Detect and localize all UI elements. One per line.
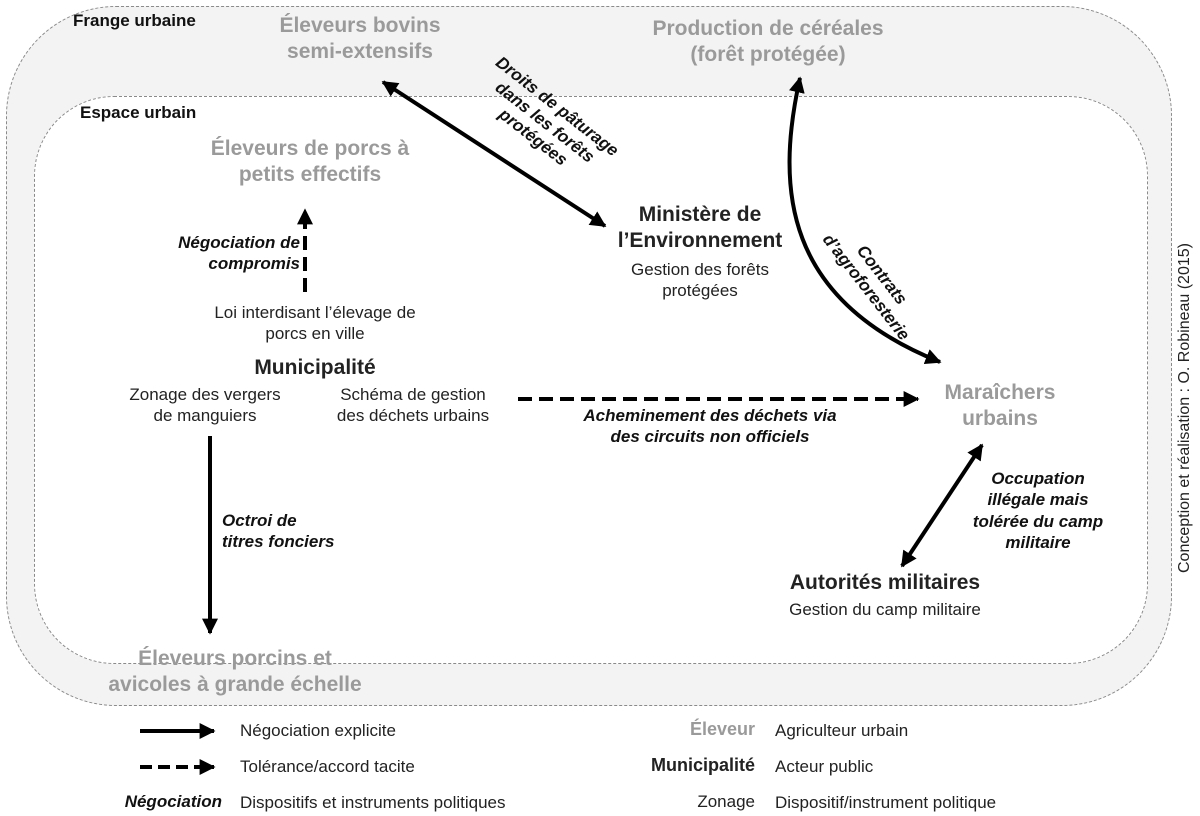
military-camp-management: Gestion du camp militaire (789, 600, 981, 619)
market-gardeners-line-2: urbains (962, 407, 1038, 431)
land-titles-line-2: titres fonciers (222, 532, 335, 552)
large-scale-farmers-label: Éleveurs porcins et avicoles à grande éc… (75, 646, 395, 699)
legend-instrument-label: Dispositif/instrument politique (775, 793, 997, 812)
municipality-name: Municipalité (254, 356, 376, 379)
large-scale-farmers-line-2: avicoles à grande échelle (108, 673, 362, 697)
camp-occupation-arrow (900, 443, 984, 568)
compromise-negotiation: Négociation de compromis (120, 232, 300, 275)
cattle-farmers-line-1: Éleveurs bovins (279, 14, 441, 37)
waste-management-plan-line-2: des déchets urbains (336, 406, 490, 426)
camp-occupation-line-1: Occupation (991, 469, 1085, 488)
ministry-name: Ministère de l’Environnement (590, 202, 810, 255)
waste-management-plan-line-1: Schéma de gestion (340, 385, 486, 404)
mango-zoning-line-2: de manguiers (153, 406, 257, 426)
cattle-farmers-line-2: semi-extensifs (287, 40, 433, 64)
agroforestry-arrow (787, 76, 942, 365)
legend-public-example: Municipalité (650, 755, 755, 775)
camp-occupation-line-4: militaire (1005, 532, 1071, 552)
legend-policy-example: Négociation (124, 792, 222, 811)
pig-ban-law-line-1: Loi interdisant l’élevage de (214, 303, 416, 322)
legend-solid-label: Négociation explicite (240, 721, 396, 740)
land-titles-label: Octroi de titres fonciers (222, 510, 334, 553)
legend-instrument-example: Zonage (697, 792, 755, 811)
large-scale-farmers-line-1: Éleveurs porcins et (138, 647, 332, 670)
waste-routing-line-1: Acheminement des déchets via (583, 406, 837, 425)
small-pig-farmers-line-2: petits effectifs (238, 163, 382, 187)
land-titles-line-1: Octroi de (222, 511, 297, 530)
market-gardeners-line-1: Maraîchers (944, 381, 1056, 404)
small-pig-farmers-line-1: Éleveurs de porcs à (210, 137, 410, 160)
compromise-line-1: Négociation de (178, 233, 300, 252)
legend-farmer-example: Éleveur (689, 719, 755, 739)
legend-public-label: Acteur public (775, 757, 874, 776)
ministry-instrument: Gestion des forêts protégées (590, 259, 810, 302)
legend-dashed-label: Tolérance/accord tacite (240, 757, 415, 776)
pig-ban-law: Loi interdisant l’élevage de porcs en vi… (175, 302, 455, 345)
waste-routing-line-2: des circuits non officiels (610, 427, 810, 447)
camp-occupation-line-3: tolérée du camp (972, 511, 1104, 531)
cattle-farmers-label: Éleveurs bovins semi-extensifs (250, 13, 470, 66)
ministry-name-line-2: l’Environnement (617, 229, 783, 253)
market-gardeners-label: Maraîchers urbains (920, 380, 1080, 433)
credit-text: Conception et réalisation : O. Robineau … (1176, 243, 1193, 573)
small-pig-farmers-label: Éleveurs de porcs à petits effectifs (180, 136, 440, 189)
urban-zone-label: Espace urbain (80, 103, 197, 122)
fringe-zone-label: Frange urbaine (73, 11, 196, 30)
cereal-production-label: Production de céréales (forêt protégée) (618, 16, 918, 69)
legend-farmer-label: Agriculteur urbain (775, 721, 909, 740)
mango-zoning-line-1: Zonage des vergers (129, 385, 281, 404)
mango-zoning: Zonage des vergers de manguiers (100, 384, 310, 427)
camp-occupation-line-2: illégale mais (987, 490, 1089, 510)
ministry-instrument-line-1: Gestion des forêts (631, 260, 769, 279)
compromise-line-2: compromis (208, 254, 300, 274)
grazing-rights-arrow (381, 80, 607, 228)
waste-management-plan: Schéma de gestion des déchets urbains (312, 384, 514, 427)
waste-routing-label: Acheminement des déchets via des circuit… (530, 405, 890, 448)
legend-policy-label: Dispositifs et instruments politiques (240, 793, 506, 812)
camp-occupation-label: Occupation illégale mais tolérée du camp… (968, 468, 1108, 553)
ministry-instrument-line-2: protégées (662, 281, 738, 301)
pig-ban-law-line-2: porcs en ville (265, 324, 365, 344)
military-authorities-name: Autorités militaires (789, 571, 981, 594)
ministry-name-line-1: Ministère de (638, 203, 762, 226)
cereal-production-line-2: (forêt protégée) (690, 43, 846, 67)
cereal-production-line-1: Production de céréales (652, 17, 884, 40)
